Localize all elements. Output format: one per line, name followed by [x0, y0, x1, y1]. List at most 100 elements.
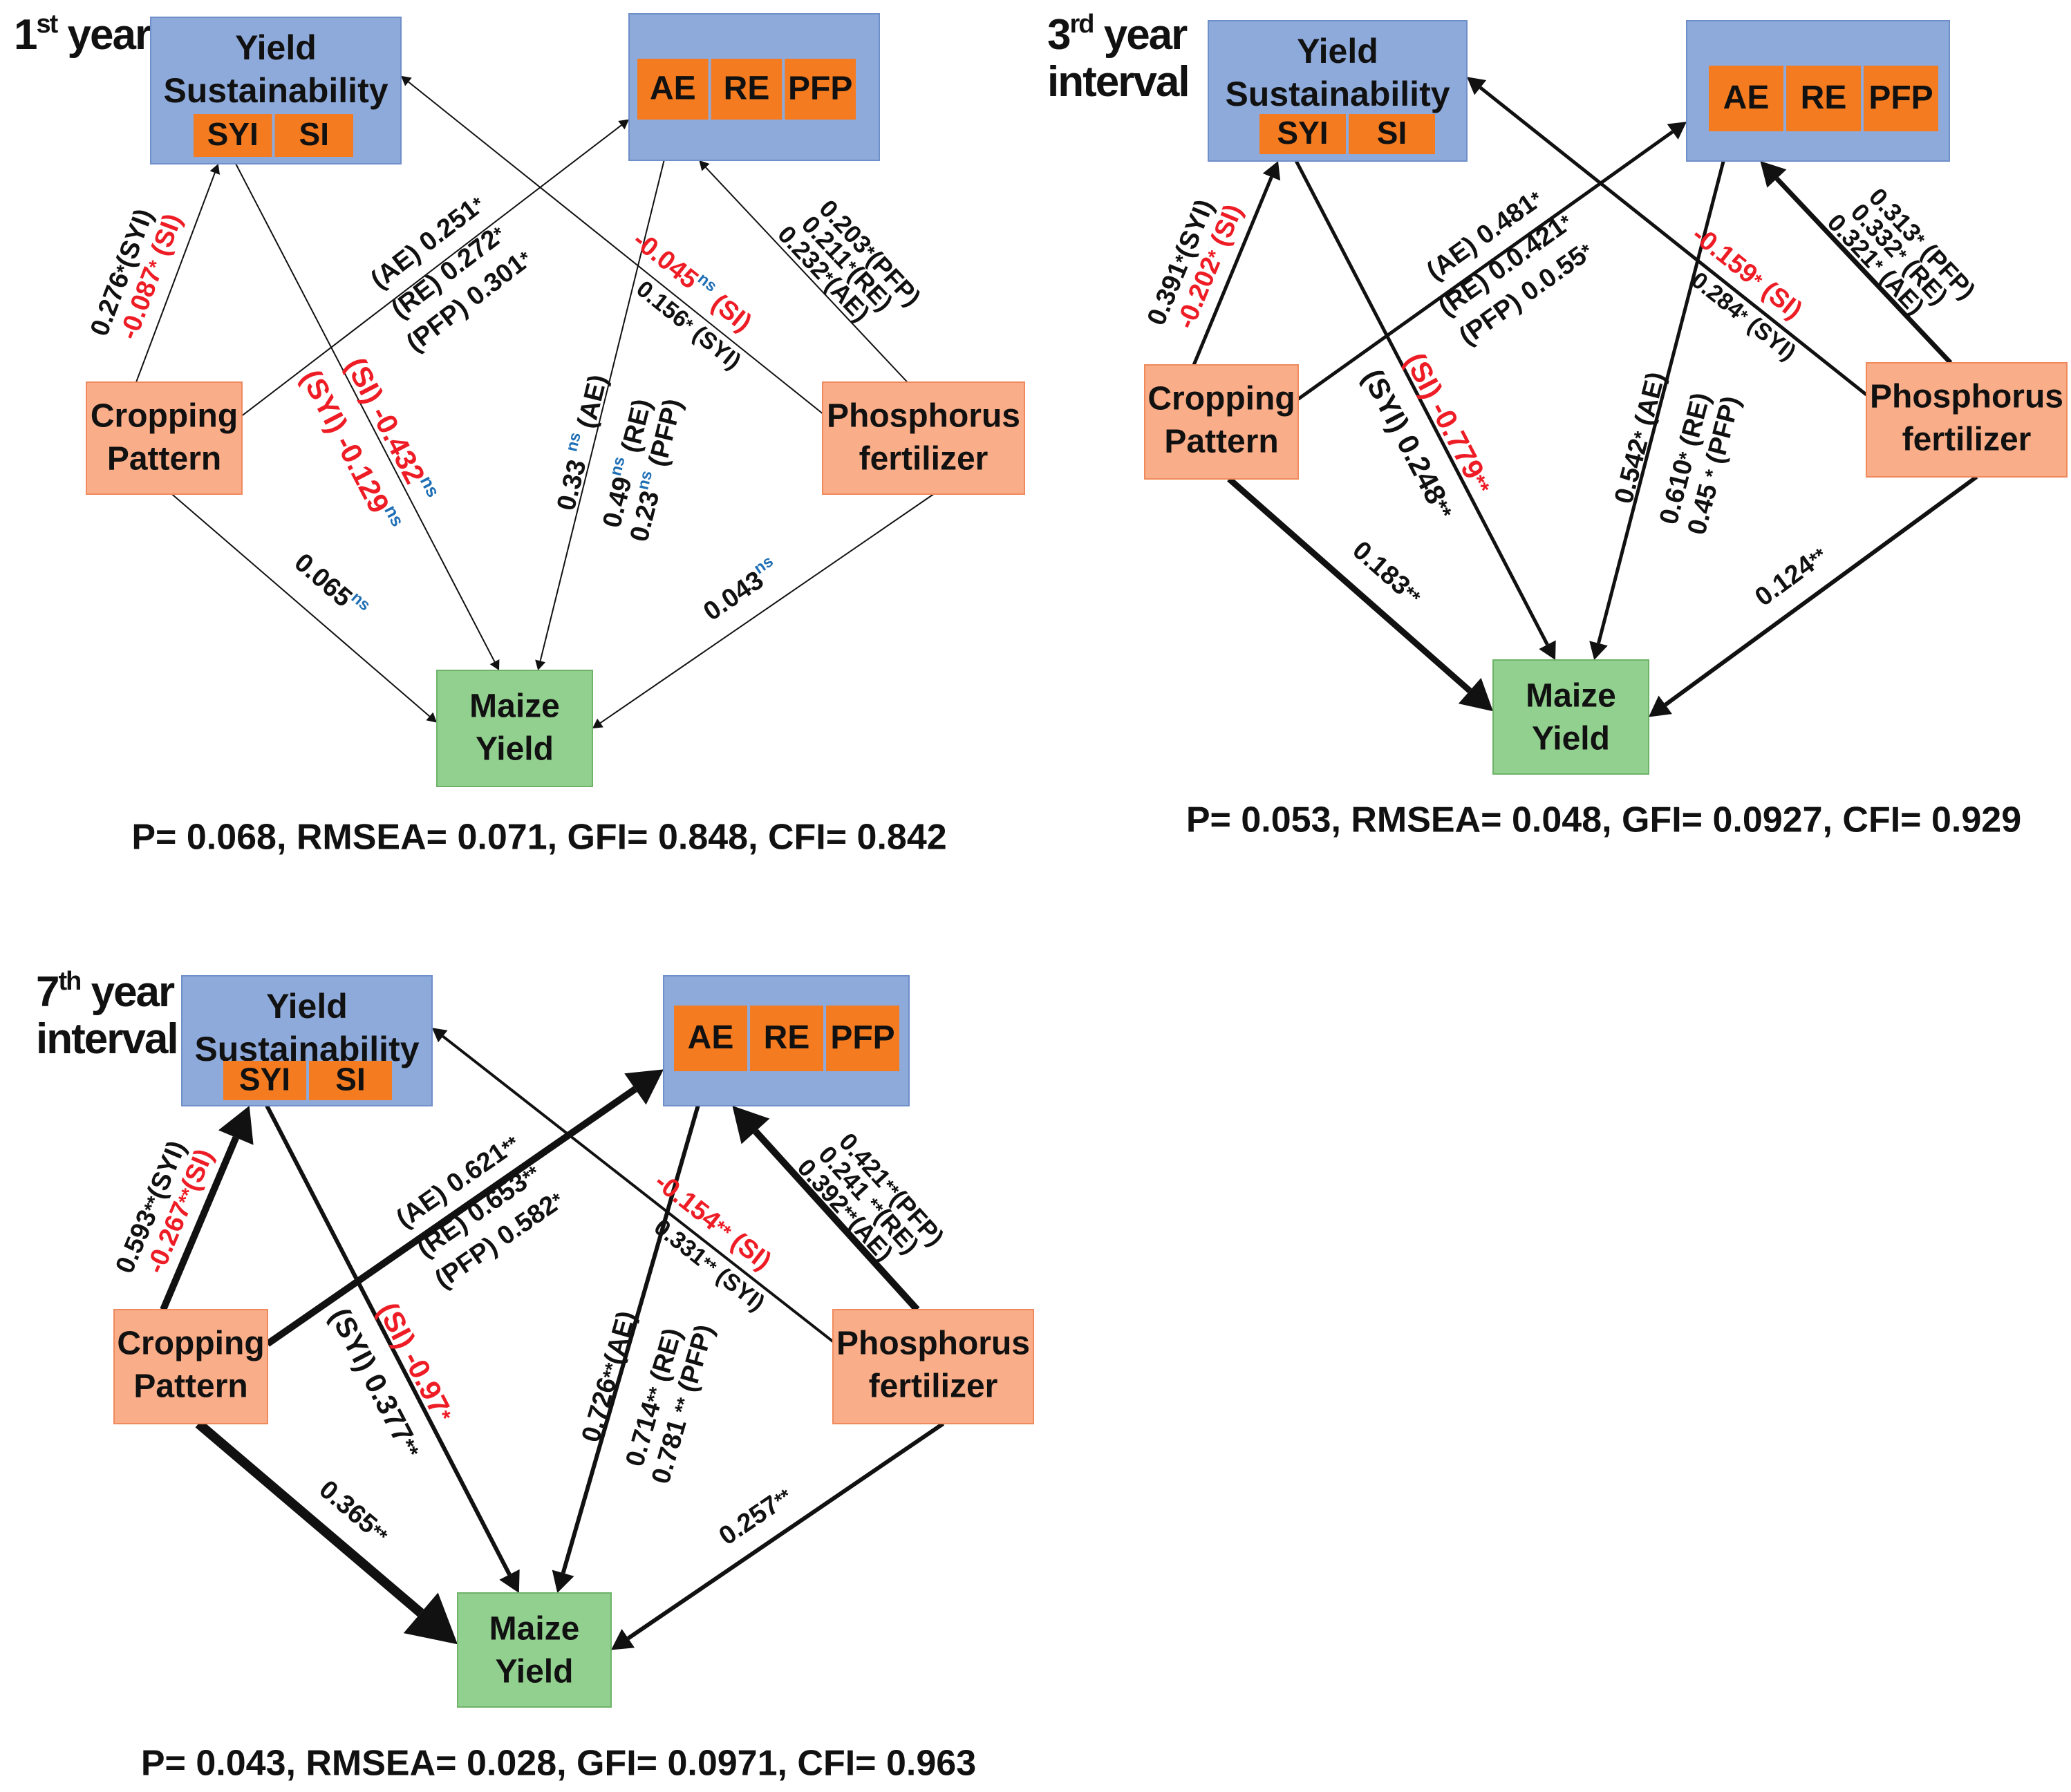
model-fit-statistics: P= 0.068, RMSEA= 0.071, GFI= 0.848, CFI=…	[131, 818, 946, 858]
edge-phosphorus-to-yield-arrowhead	[1649, 695, 1672, 717]
edge-crop-to-efficiency-line	[265, 1086, 637, 1347]
edge-phosphorus-to-sustainability-arrowhead	[401, 75, 412, 86]
edge-crop-to-yield-arrowhead	[403, 1592, 458, 1645]
chip-re-label: RE	[724, 70, 770, 107]
cropping-pattern-label: Pattern	[1164, 424, 1278, 460]
cropping-pattern-box	[1144, 364, 1299, 480]
edge-efficiency-to-yield-arrowhead	[552, 1569, 574, 1593]
chip-ae	[1709, 66, 1783, 131]
edge-sustainability-to-yield-arrowhead	[499, 1569, 520, 1593]
edge-phosphorus-to-efficiency-arrowhead	[732, 1106, 770, 1144]
coef-phos-si-part: -0.045	[627, 225, 703, 294]
coef-phos-yield: 0.124**	[1750, 540, 1833, 612]
edge-phosphorus-to-sustainability-line	[1479, 86, 1868, 397]
coef-eff-ae-yield: 0.33 ns (AE)	[548, 371, 613, 513]
edge-phosphorus-to-efficiency-line	[705, 167, 908, 383]
maize-yield-label: Yield	[496, 1654, 574, 1690]
coef-eff-ae-yield-part: 0.542	[1609, 435, 1653, 507]
edge-crop-to-yield-line	[1227, 476, 1472, 693]
chip-si	[309, 1061, 392, 1100]
coef-crop-yield: 0.365**	[314, 1475, 395, 1550]
cropping-pattern-label: Pattern	[107, 441, 221, 478]
chip-syi	[1259, 114, 1346, 154]
cropping-pattern-box	[86, 381, 243, 495]
cropping-pattern-label: Cropping	[117, 1326, 264, 1362]
panel-title-part: year	[80, 968, 175, 1016]
chip-syi	[223, 1061, 306, 1100]
chip-si-label: SI	[335, 1062, 365, 1097]
chip-syi-label: SYI	[1277, 115, 1328, 151]
coef-eff-ae-yield: 0.542* (AE)	[1609, 369, 1671, 507]
phosphorus-fertilizer-label: Phosphorus	[827, 398, 1020, 435]
chip-si-label: SI	[299, 116, 329, 152]
panel-title: 7th year	[36, 967, 175, 1016]
phosphorus-fertilizer-label: Phosphorus	[1870, 379, 2063, 415]
panel-title-part: year	[1093, 11, 1188, 59]
maize-yield-box	[436, 670, 593, 787]
cropping-pattern-label: Cropping	[1147, 381, 1295, 417]
edge-sustainability-to-yield-arrowhead	[1539, 640, 1556, 660]
coef-eff-ae-yield-part: 0.33	[552, 450, 594, 513]
phosphorus-fertilizer-label: Phosphorus	[836, 1326, 1030, 1362]
edge-sustainability-to-yield-arrowhead	[489, 659, 500, 670]
edge-phosphorus-to-yield-line	[627, 1422, 945, 1641]
panel-title: 3rd year	[1047, 10, 1188, 59]
chip-ae-label: AE	[688, 1019, 734, 1056]
panel-title-part: 1	[14, 11, 37, 59]
edge-phosphorus-to-yield-arrowhead	[592, 718, 603, 728]
edge-crop-to-efficiency-line	[241, 124, 622, 417]
maize-yield-label: Maize	[469, 688, 560, 725]
coef-eff-re-yield-part: ns	[606, 455, 628, 478]
coef-eff-pfp-yield-part: ns	[634, 469, 656, 491]
phosphorus-fertilizer-label: fertilizer	[1902, 422, 2032, 458]
edge-phosphorus-to-sustainability-arrowhead	[432, 1028, 448, 1043]
chip-syi	[194, 114, 272, 157]
edge-crop-to-sustainability-arrowhead	[218, 1106, 254, 1145]
edge-phosphorus-to-sustainability-line	[408, 81, 823, 415]
chip-re	[711, 59, 783, 120]
panel-title-part: th	[58, 967, 80, 996]
phosphorus-fertilizer-box	[1866, 362, 2068, 478]
coef-eff-ae-yield-part: (AE)	[1628, 369, 1671, 435]
phosphorus-fertilizer-box	[832, 1309, 1034, 1424]
edge-sustainability-to-yield-line	[1294, 160, 1549, 645]
edge-crop-to-yield-line	[195, 1420, 424, 1617]
maize-yield-box	[1492, 659, 1649, 775]
edge-crop-to-yield-arrowhead	[426, 712, 437, 723]
cropping-pattern-label: Cropping	[91, 398, 238, 435]
phosphorus-fertilizer-label: fertilizer	[859, 441, 988, 478]
chip-pfp	[826, 1006, 899, 1071]
edge-crop-to-efficiency-arrowhead	[1667, 122, 1687, 140]
model-fit-statistics: P= 0.043, RMSEA= 0.028, GFI= 0.0971, CFI…	[141, 1744, 976, 1784]
yield-sustainability-label: Yield	[266, 987, 348, 1026]
phosphorus-fertilizer-label: fertilizer	[869, 1368, 998, 1405]
chip-si-label: SI	[1377, 115, 1407, 151]
edge-efficiency-to-yield-arrowhead	[1589, 641, 1608, 660]
edge-sustainability-to-yield-line	[235, 163, 496, 663]
edge-crop-to-yield-line	[171, 493, 431, 717]
edge-crop-to-efficiency-arrowhead	[624, 1069, 664, 1105]
chip-ae-label: AE	[1723, 79, 1770, 116]
edge-efficiency-to-yield-line	[539, 160, 665, 661]
coef-eff-ae-yield-part: 0.726	[577, 1375, 623, 1446]
coef-crop-yield: 0.183**	[1347, 536, 1427, 612]
yield-sustainability-label: Sustainability	[1225, 75, 1450, 113]
chip-ae	[674, 1006, 747, 1071]
panel-title-part: year	[57, 11, 151, 59]
chip-pfp-label: PFP	[830, 1019, 894, 1056]
yield-sustainability-label: Sustainability	[163, 71, 388, 110]
edge-efficiency-to-yield-line	[561, 1105, 700, 1574]
chip-si	[1349, 114, 1435, 154]
edge-phosphorus-to-sustainability-arrowhead	[1467, 77, 1487, 95]
panel-title-part: 7	[36, 968, 58, 1016]
maize-yield-label: Yield	[476, 731, 554, 768]
edge-crop-to-yield-arrowhead	[1458, 677, 1493, 712]
coef-eff-ae-yield-part: (AE)	[570, 372, 613, 438]
panel-title-part: interval	[36, 1015, 178, 1063]
edge-efficiency-to-yield-arrowhead	[535, 659, 546, 670]
cropping-pattern-label: Pattern	[133, 1368, 247, 1405]
coef-phos-yield: 0.043ns	[696, 552, 785, 627]
coef-crop-yield: 0.065ns	[289, 545, 375, 625]
chip-pfp-label: PFP	[788, 70, 852, 107]
